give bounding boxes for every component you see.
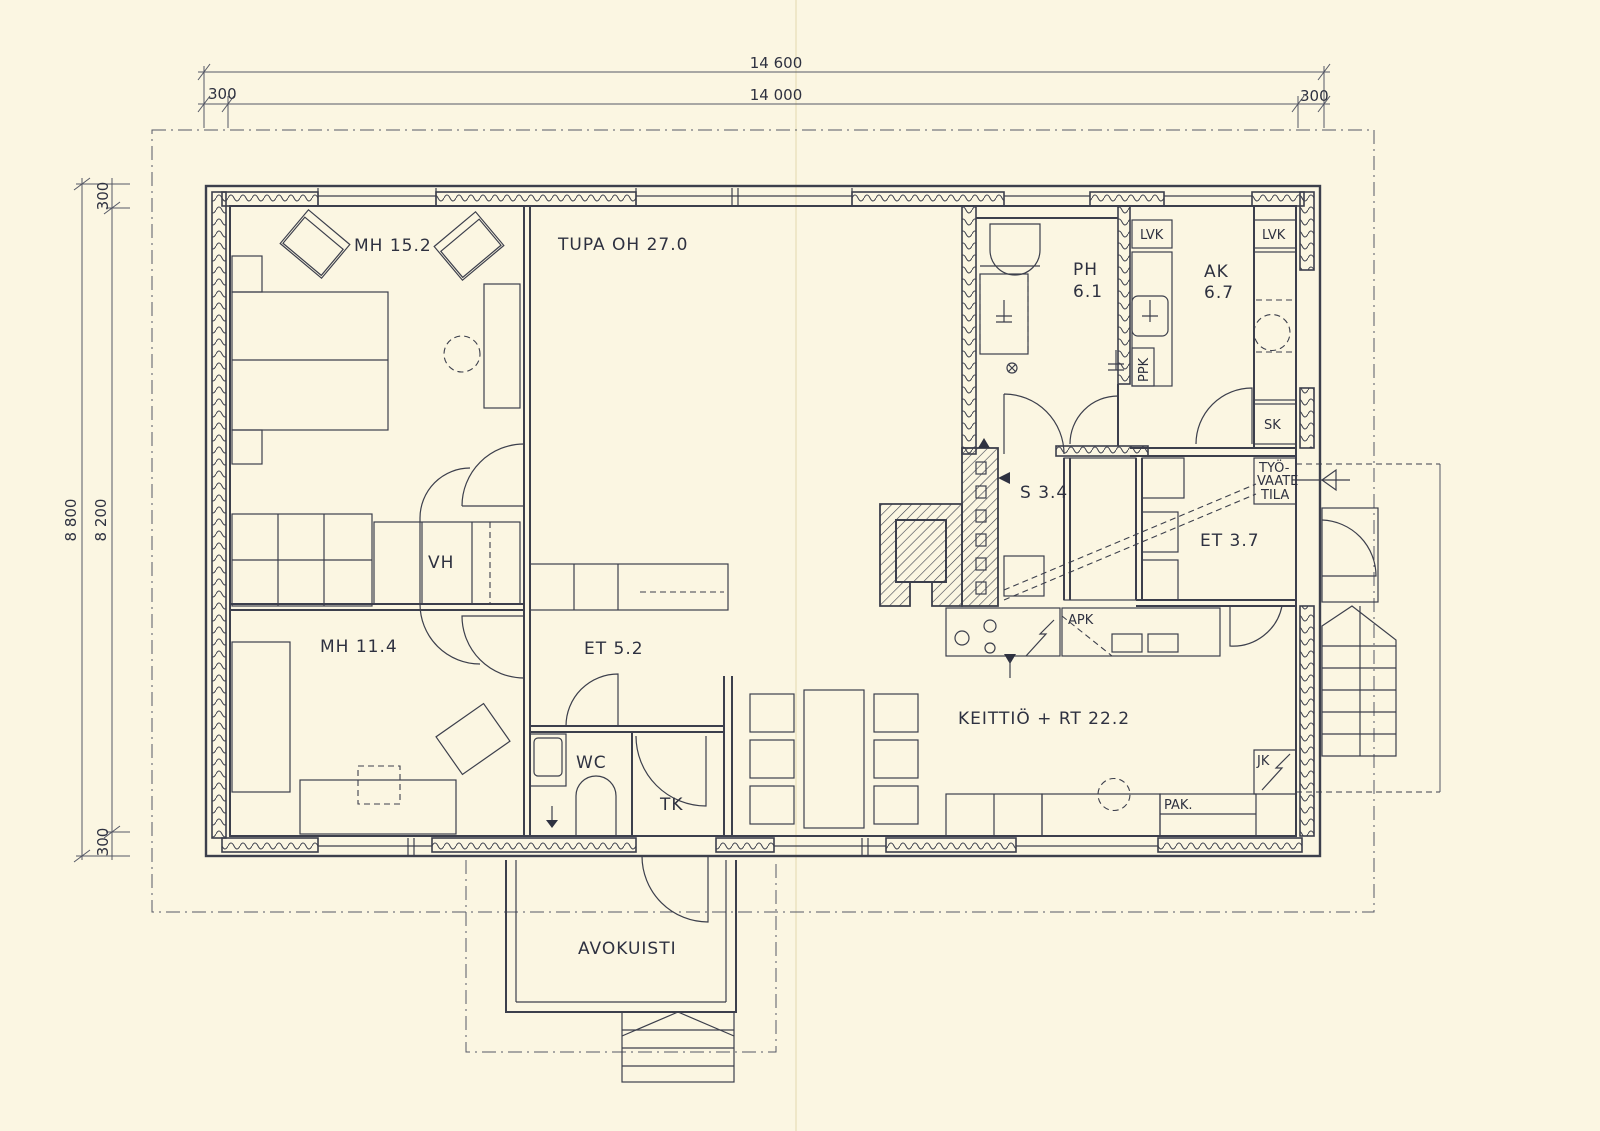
fixture-ppk: PPK [1137,357,1152,382]
room-ak-name: AK [1204,262,1229,282]
dimension-lines [73,63,1375,1053]
dim-inner-height: 8 200 [92,499,110,542]
room-s: S 3.4 [1020,483,1068,503]
room-keittio: KEITTIÖ + RT 22.2 [958,707,1130,729]
dim-margin-right: 300 [1300,87,1329,105]
dim-total-width: 14 600 [750,54,803,72]
room-et-right: ET 3.7 [1200,531,1260,551]
dim-margin-bottom: 300 [94,828,112,857]
room-mh-11: MH 11.4 [320,637,398,657]
fixture-pak: PAK. [1164,798,1193,813]
outer-walls [204,184,1322,858]
fixture-lvk-2: LVK [1262,228,1286,243]
room-ph-area: 6.1 [1073,282,1103,302]
fixture-sk: SK [1264,418,1281,433]
room-mh-15: MH 15.2 [354,236,432,256]
room-et-mid: ET 5.2 [584,639,644,659]
fixture-tyo-2: VAATE [1257,474,1298,489]
windows [317,188,1252,856]
fixture-tyo-1: TYÖ- [1258,459,1290,476]
dim-margin-left: 300 [208,85,237,103]
room-tupa: TUPA OH 27.0 [557,235,688,255]
dim-margin-top: 300 [94,182,112,211]
dim-total-height: 8 800 [62,499,80,542]
furniture [231,208,1441,1083]
fireplace [879,438,1010,607]
room-vh: VH [428,553,454,573]
fixture-tyo-3: TILA [1260,488,1289,503]
dim-inner-width: 14 000 [750,86,803,104]
room-wc: WC [576,753,607,773]
doors [419,387,1379,923]
fixture-apk: APK [1068,613,1094,628]
room-tk: TK [659,795,684,815]
room-avokuisti: AVOKUISTI [578,939,677,959]
room-ph-name: PH [1073,260,1098,280]
room-ak-area: 6.7 [1204,283,1234,303]
fixture-lvk-1: LVK [1140,228,1164,243]
fixture-jk: JK [1256,754,1270,769]
